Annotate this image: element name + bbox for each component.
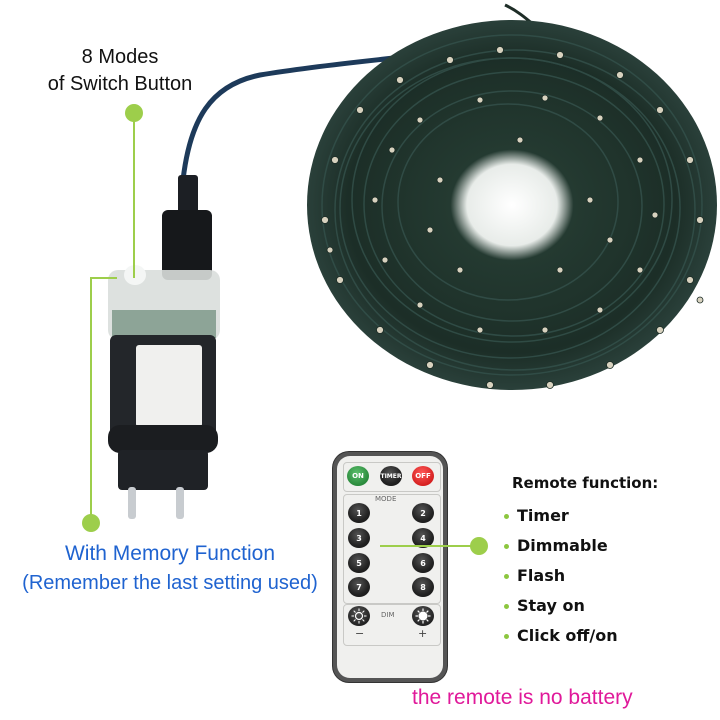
remote-callout-dot [470,537,488,555]
function-item-dimmable: Dimmable [504,531,658,561]
mode-button-group [343,494,441,604]
dim-minus-label: − [355,627,365,640]
remote-callout-line [380,545,474,547]
remote-control: ON TIMER OFF MODE 1 2 3 4 5 6 7 8 DIM − … [333,452,447,682]
switch-callout-dot [125,104,143,122]
mode-button-7[interactable]: 7 [348,577,370,597]
remote-function-title: Remote function: [512,474,659,492]
mode-button-1[interactable]: 1 [348,503,370,523]
memory-function-label: With Memory Function (Remember the last … [0,540,340,598]
function-label: Click off/on [517,626,618,645]
dim-button-group [343,604,441,646]
mode-button-4[interactable]: 4 [412,528,434,548]
dim-label: DIM [381,611,395,619]
remote-on-button[interactable]: ON [347,466,369,486]
mode-button-6[interactable]: 6 [412,553,434,573]
sun-filled-icon [415,608,431,624]
bullet-icon [504,603,509,609]
memory-callout-hline [90,277,117,279]
remote-off-button[interactable]: OFF [412,466,434,486]
memory-callout-dot [82,514,100,532]
function-label: Dimmable [517,536,608,555]
bullet-icon [504,633,509,639]
bullet-icon [504,573,509,579]
function-label: Flash [517,566,566,585]
switch-label-line2: of Switch Button [47,73,193,95]
bullet-icon [504,513,509,519]
function-label: Stay on [517,596,585,615]
dim-plus-label: + [418,627,428,640]
mode-button-2[interactable]: 2 [412,503,434,523]
mode-button-5[interactable]: 5 [348,553,370,573]
switch-button-label: 8 Modes of Switch Button [0,44,240,98]
function-item-timer: Timer [504,501,658,531]
top-button-group [343,462,441,492]
function-item-stay-on: Stay on [504,591,658,621]
memory-callout-line [90,277,92,520]
switch-label-line1: 8 Modes [81,46,159,68]
memory-label-line1: With Memory Function [64,542,276,565]
switch-callout-line [133,118,135,278]
power-adapter [108,175,220,519]
sun-outline-icon [351,608,367,624]
battery-note: the remote is no battery [412,686,633,709]
mode-button-3[interactable]: 3 [348,528,370,548]
remote-timer-button[interactable]: TIMER [380,466,402,486]
function-item-flash: Flash [504,561,658,591]
mode-button-8[interactable]: 8 [412,577,434,597]
remote-face: ON TIMER OFF MODE 1 2 3 4 5 6 7 8 DIM − … [337,456,443,678]
dim-up-button[interactable] [412,606,434,626]
function-item-click-off-on: Click off/on [504,621,658,651]
mode-label: MODE [375,495,397,503]
dim-down-button[interactable] [348,606,370,626]
memory-label-line2: (Remember the last setting used) [22,572,318,594]
function-label: Timer [517,506,569,525]
remote-function-list: Remote function: Timer Dimmable Flash St… [504,474,659,651]
bullet-icon [504,543,509,549]
